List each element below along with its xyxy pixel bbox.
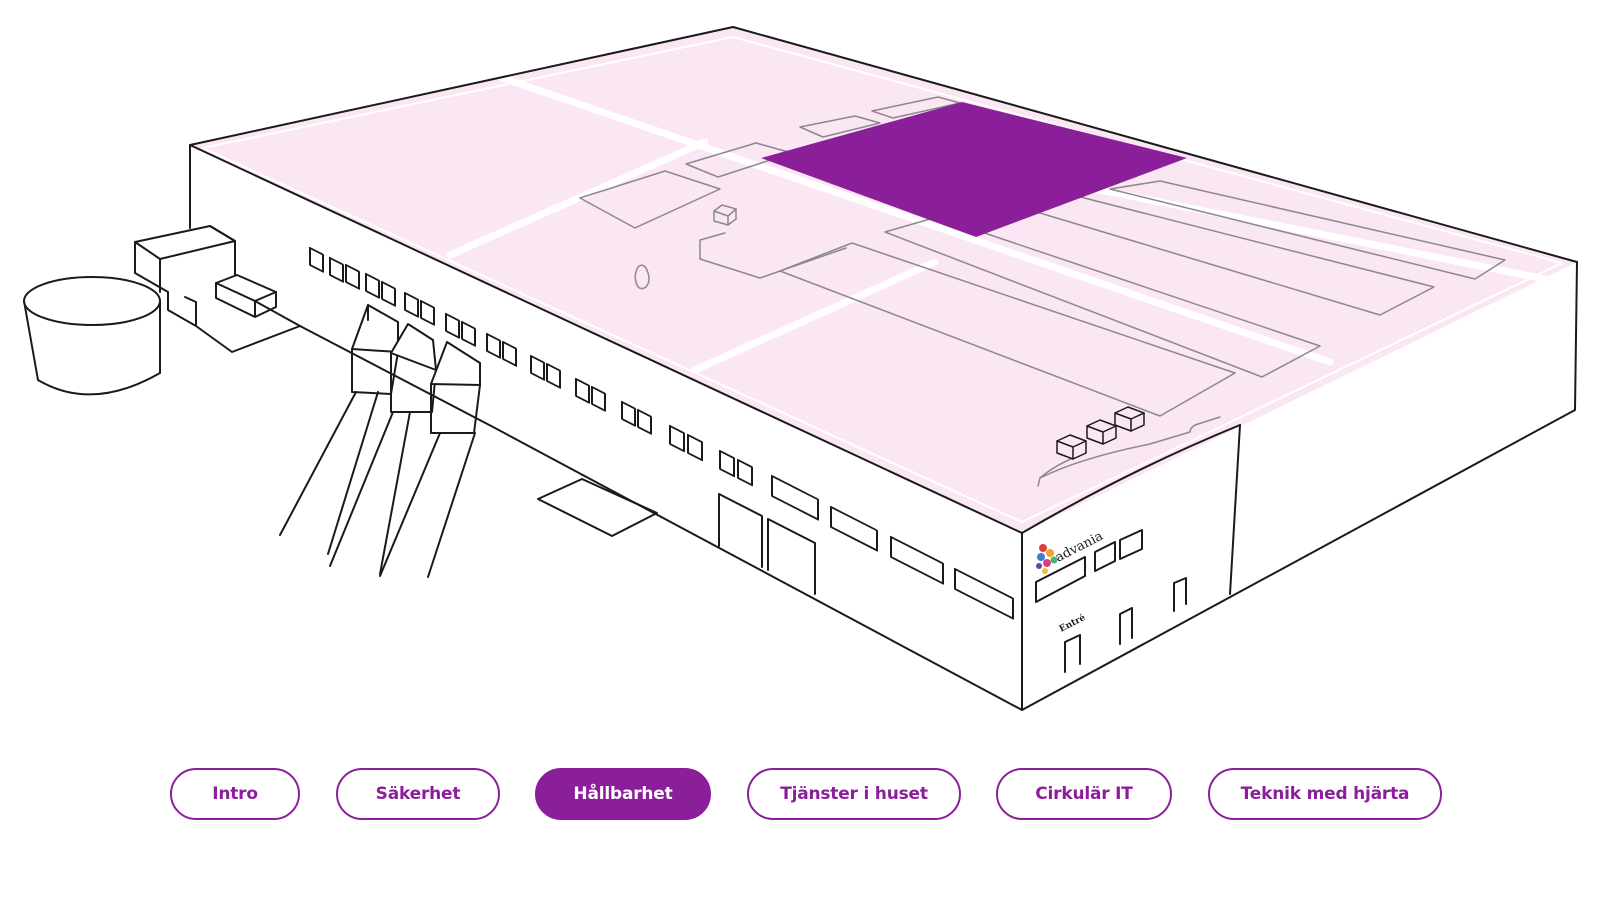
ground-pad [537, 478, 658, 537]
annex-block [134, 225, 301, 353]
upper-windows [309, 246, 1014, 620]
storage-tank [23, 276, 161, 396]
building-base [299, 261, 1578, 711]
section-nav: Intro Säkerhet Hållbarhet Tjänster i hus… [0, 768, 1600, 828]
advania-logo-icon [1036, 544, 1058, 574]
side-wall-features [1035, 529, 1187, 673]
highlight-area-hallbarhet [761, 102, 1187, 237]
nav-button-hallbarhet[interactable]: Hållbarhet [535, 768, 711, 820]
nav-button-sakerhet[interactable]: Säkerhet [336, 768, 500, 820]
nav-button-tjanster-i-huset[interactable]: Tjänster i huset [747, 768, 961, 820]
building-roof [190, 27, 1577, 533]
rooftop-units [1056, 406, 1145, 460]
roof-equipment [579, 96, 1506, 487]
annex-unit [215, 274, 277, 318]
entrance-label: Entré [1057, 612, 1087, 635]
roof-outline [189, 26, 1578, 263]
garage-doors [718, 493, 816, 595]
roof-border [202, 36, 1563, 523]
building-illustration: advania Entré [23, 26, 1578, 711]
nav-button-intro[interactable]: Intro [170, 768, 300, 820]
nav-button-teknik-med-hjarta[interactable]: Teknik med hjärta [1208, 768, 1442, 820]
nav-button-cirkular-it[interactable]: Cirkulär IT [996, 768, 1172, 820]
loading-docks [279, 304, 481, 578]
